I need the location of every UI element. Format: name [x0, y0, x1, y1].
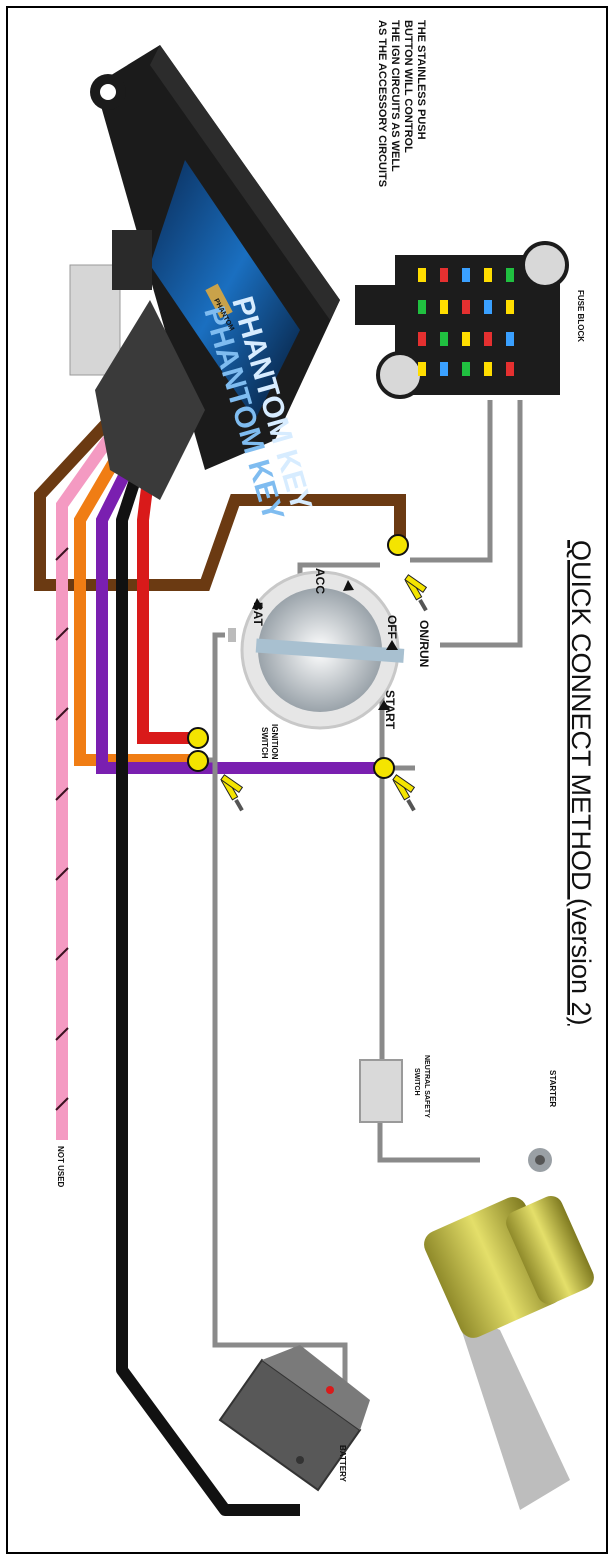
label-on-run: ON/RUN — [417, 620, 431, 667]
label-starter: STARTER — [548, 1070, 557, 1107]
label-start: START — [383, 690, 397, 730]
note-line-4: AS THE ACCESSORY CIRCUITS — [376, 20, 388, 187]
note-line-1: THE STAINLESS PUSH — [415, 20, 427, 140]
pink-wire — [56, 436, 113, 1140]
label-not-used: NOT USED — [56, 1146, 65, 1188]
battery: BATTERY — [218, 1345, 370, 1492]
black-wire — [116, 478, 300, 1516]
note-text: THE STAINLESS PUSH BUTTON WILL CONTROL T… — [376, 20, 427, 187]
label-ignition-1: IGNITION — [270, 724, 279, 760]
label-battery: BATTERY — [338, 1445, 347, 1483]
crimp-tool-icon-3 — [392, 774, 416, 812]
fuse-block-label: FUSE BLOCK — [576, 290, 585, 342]
connector-bat — [187, 750, 209, 772]
label-neutral-2: SWITCH — [413, 1068, 420, 1096]
crimp-tool-icon-1 — [404, 574, 428, 612]
red-wire — [137, 479, 195, 744]
page-title: QUICK CONNECT METHOD (version 2) — [566, 540, 596, 1026]
label-bat: BAT — [251, 602, 265, 626]
label-acc: ACC — [313, 568, 327, 594]
fuse-block: FUSE BLOCK — [355, 241, 585, 399]
brown-wire — [34, 420, 406, 591]
neutral-safety-switch: NEUTRAL SAFETY SWITCH — [359, 1055, 430, 1123]
note-line-2: BUTTON WILL CONTROL — [402, 20, 414, 153]
connector-start — [373, 757, 395, 779]
connector-acc — [387, 534, 409, 556]
purple-wire — [96, 465, 385, 774]
label-ignition-2: SWITCH — [260, 727, 269, 759]
phantom-key-module: PHANTOM KEY PHANTOM KEY PHANTOM — [69, 45, 340, 525]
label-neutral-1: NEUTRAL SAFETY — [423, 1055, 430, 1118]
orange-wire — [74, 451, 195, 766]
crimp-tool-icon-2 — [220, 774, 244, 812]
note-line-3: THE IGN CIRCUITS AS WELL — [389, 20, 401, 172]
gray-wires — [200, 400, 523, 1395]
connector-red — [187, 727, 209, 749]
label-off: OFF — [385, 615, 399, 639]
starter: STARTER — [424, 1070, 594, 1510]
ignition-switch: ACC OFF ON/RUN START BAT IGNITION SWITCH — [228, 568, 431, 760]
connectors — [187, 534, 409, 779]
pink-wire-stripes — [55, 547, 69, 1111]
